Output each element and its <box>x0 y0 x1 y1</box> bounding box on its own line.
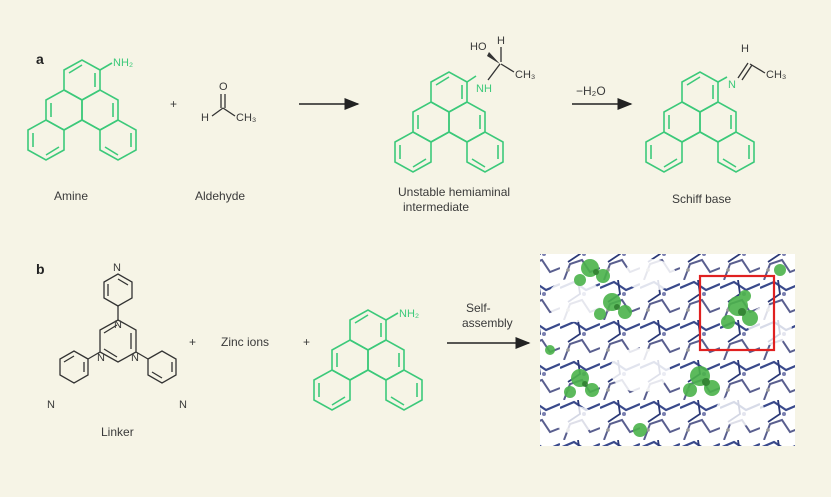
aldehyde-caption: Aldehyde <box>195 189 245 203</box>
triazine-n-3: N <box>131 352 139 364</box>
panel-a-label: a <box>36 51 44 67</box>
amine-molecule: NH₂ <box>27 57 137 161</box>
panel-b-label: b <box>36 261 45 277</box>
amine-caption: Amine <box>54 189 88 203</box>
linker-n-left: N <box>47 399 55 411</box>
schiff-base-molecule: N H CH₃ <box>645 43 786 173</box>
schiff-h-label: H <box>741 43 749 55</box>
hemiaminal-nh-label: NH <box>476 83 492 95</box>
aldehyde-o-label: O <box>219 81 228 93</box>
triazine-n-2: N <box>97 352 105 364</box>
zinc-ions-label: Zinc ions <box>221 335 269 349</box>
hemiaminal-molecule: NH HO H CH₃ <box>394 35 535 173</box>
self-assembly-label-1: Self- <box>466 301 491 315</box>
highlight-box <box>698 274 776 352</box>
aldehyde-ch3-label: CH₃ <box>236 112 256 124</box>
plus-sign-b1: + <box>189 335 196 349</box>
linker-molecule: N N N N N N <box>47 262 187 411</box>
hemiaminal-ho-label: HO <box>470 41 487 53</box>
aldehyde-h-label: H <box>201 112 209 124</box>
linker-n-top: N <box>113 262 121 274</box>
aldehyde-molecule: O H CH₃ <box>201 81 256 124</box>
schiff-ch3-label: CH₃ <box>766 69 786 81</box>
hemiaminal-h-label: H <box>497 35 505 47</box>
amine-nh2-label: NH₂ <box>113 57 133 69</box>
self-assembly-label-2: assembly <box>462 316 513 330</box>
plus-sign-b2: + <box>303 335 310 349</box>
linker-n-right: N <box>179 399 187 411</box>
schiff-n-label: N <box>728 79 736 91</box>
amine-b-nh2-label: NH₂ <box>399 308 419 320</box>
hemiaminal-caption-line1: Unstable hemiaminal <box>398 185 510 199</box>
linker-caption: Linker <box>101 425 134 439</box>
arrow-2-label: −H₂O <box>576 84 606 98</box>
hemiaminal-ch3-label: CH₃ <box>515 69 535 81</box>
plus-sign-a1: + <box>170 97 177 111</box>
amine-molecule-b: NH₂ <box>313 308 423 411</box>
hemiaminal-caption-line2: intermediate <box>403 200 469 214</box>
schiff-base-caption: Schiff base <box>672 192 731 206</box>
framework-structure-image <box>540 254 795 446</box>
triazine-n-1: N <box>114 319 122 331</box>
